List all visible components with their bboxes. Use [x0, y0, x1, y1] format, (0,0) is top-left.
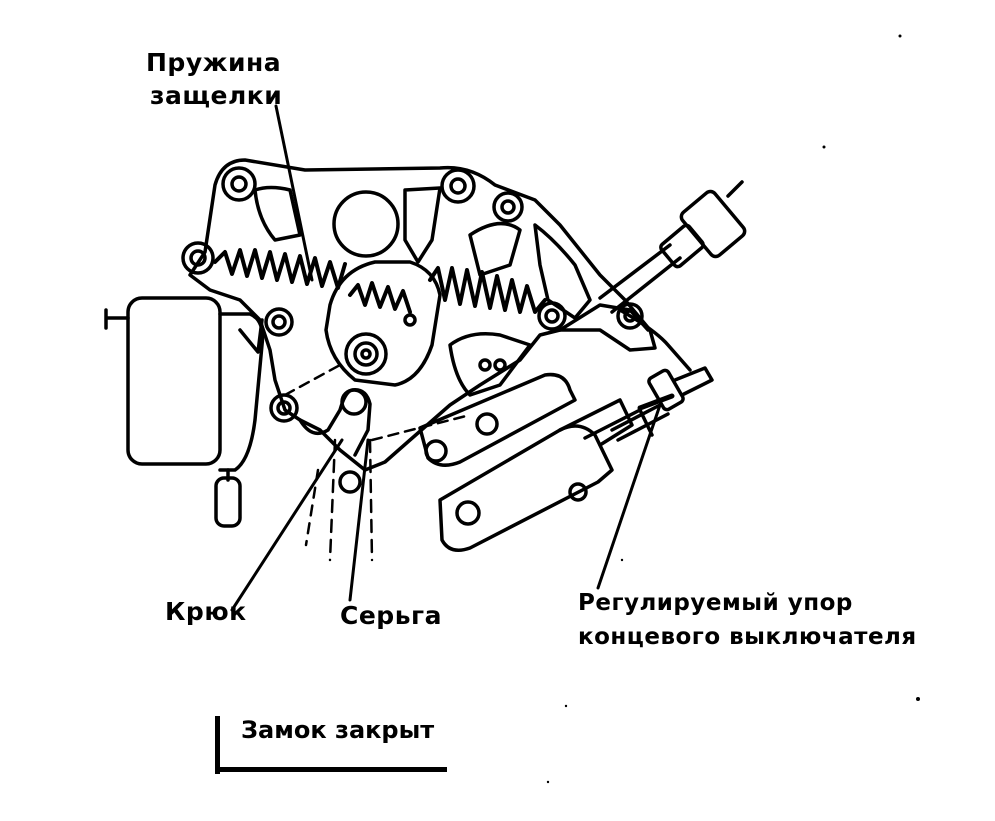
mounting-bolts	[181, 166, 588, 526]
latch-cam	[324, 260, 442, 387]
dashed-links	[283, 363, 472, 442]
leader-hook	[230, 438, 344, 612]
caption-bracket-horizontal	[215, 767, 447, 772]
label-latch-spring-line2: защелки	[150, 81, 283, 110]
leader-stop	[596, 403, 662, 590]
adjustable-stop	[610, 366, 714, 442]
label-earring: Серьга	[340, 601, 442, 630]
caption-bracket-vertical	[215, 716, 220, 774]
figure-caption: Замок закрыт	[215, 712, 447, 774]
caption-text: Замок закрыт	[241, 716, 435, 744]
label-hook: Крюк	[165, 597, 247, 626]
latch-spring	[213, 248, 547, 314]
label-latch-spring-line1: Пружина	[146, 48, 282, 77]
leader-earring	[348, 438, 370, 602]
hook-and-shackle	[298, 388, 374, 562]
label-adjustable-stop-line1: Регулируемый упор	[578, 590, 853, 616]
label-adjustable-stop-line2: концевого выключателя	[578, 624, 917, 650]
leader-spring	[274, 104, 314, 282]
leader-lines	[230, 104, 662, 612]
control-rod	[558, 180, 747, 372]
scan-specks	[546, 34, 920, 784]
actuator-motor	[104, 296, 265, 528]
